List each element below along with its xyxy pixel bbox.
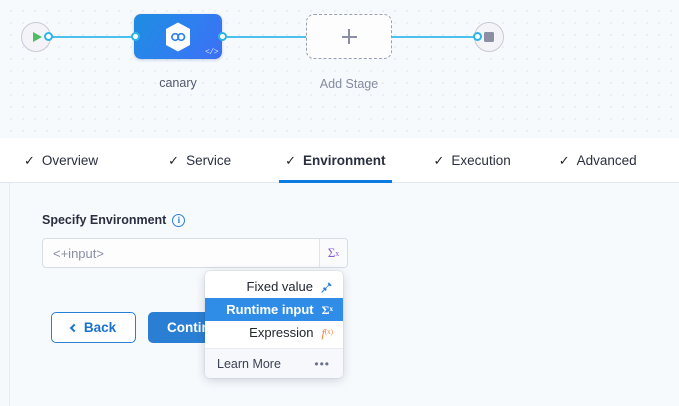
check-icon: ✓: [24, 152, 35, 168]
check-icon: ✓: [558, 152, 570, 168]
check-icon: ✓: [285, 152, 296, 168]
stage-node-canary[interactable]: </>: [134, 14, 222, 59]
plus-icon: [341, 29, 357, 44]
info-icon[interactable]: i: [172, 213, 186, 227]
edge-addstage-to-end: [392, 36, 478, 38]
dropdown-item-label: Expression: [249, 325, 314, 340]
tab-advanced[interactable]: ✓ Advanced: [559, 138, 637, 183]
sigma-sup: x: [335, 248, 340, 258]
play-icon: [33, 32, 42, 42]
stage-settings-tabs: ✓ Overview ✓ Service ✓ Environment ✓ Exe…: [0, 138, 679, 183]
add-stage-label: Add Stage: [319, 77, 379, 91]
dropdown-item-label: Fixed value: [246, 279, 313, 294]
fx-sub: (x): [324, 328, 333, 336]
learn-more-row[interactable]: Learn More •••: [205, 348, 343, 378]
fx-glyph: f: [321, 325, 325, 340]
edge-stage-to-addstage: [222, 36, 306, 38]
tab-environment[interactable]: ✓ Environment: [279, 138, 392, 183]
dropdown-item-fixed-value[interactable]: Fixed value: [205, 275, 343, 298]
stage-port-left[interactable]: [131, 32, 140, 41]
fx-icon: f(x): [321, 327, 333, 339]
tab-label: Environment: [303, 152, 386, 168]
specify-environment-label: Specify Environment i: [42, 213, 186, 227]
field-label-text: Specify Environment: [42, 213, 167, 227]
check-icon: ✓: [433, 152, 445, 168]
environment-input-group: Σx: [42, 238, 348, 268]
back-button-label: Back: [83, 320, 117, 335]
more-dots-icon[interactable]: •••: [314, 356, 330, 371]
tab-label: Overview: [41, 152, 99, 168]
stage-label-canary: canary: [159, 76, 197, 90]
sigma-sup: x: [329, 305, 334, 313]
environment-form-panel: Specify Environment i Σx Back Continue: [9, 183, 679, 406]
sigma-glyph: Σ: [327, 245, 336, 260]
back-button[interactable]: Back: [51, 312, 136, 343]
tab-overview[interactable]: ✓ Overview: [24, 138, 98, 183]
tab-label: Execution: [451, 152, 511, 168]
stage-port-right[interactable]: [218, 32, 227, 41]
add-stage-button[interactable]: [306, 14, 392, 59]
sigma-glyph: Σ: [321, 302, 330, 317]
dropdown-item-label: Runtime input: [226, 302, 314, 317]
harness-hexagon-icon: [166, 22, 190, 51]
dropdown-item-expression[interactable]: Expression f(x): [205, 321, 343, 344]
pipeline-canvas[interactable]: </> canary Add Stage: [0, 0, 679, 138]
stop-icon: [484, 32, 494, 42]
learn-more-label: Learn More: [217, 356, 281, 371]
start-node-port[interactable]: [44, 32, 53, 41]
end-node-port[interactable]: [473, 32, 482, 41]
check-icon: ✓: [168, 152, 180, 168]
edge-start-to-stage: [46, 36, 136, 38]
pin-icon: [321, 281, 333, 293]
tab-service[interactable]: ✓ Service: [168, 138, 231, 183]
tab-execution[interactable]: ✓ Execution: [434, 138, 511, 183]
code-badge-icon[interactable]: </>: [205, 48, 218, 57]
tab-label: Advanced: [576, 152, 637, 168]
tab-label: Service: [186, 152, 232, 168]
environment-input[interactable]: [43, 239, 319, 267]
chevron-left-icon: [69, 323, 79, 332]
